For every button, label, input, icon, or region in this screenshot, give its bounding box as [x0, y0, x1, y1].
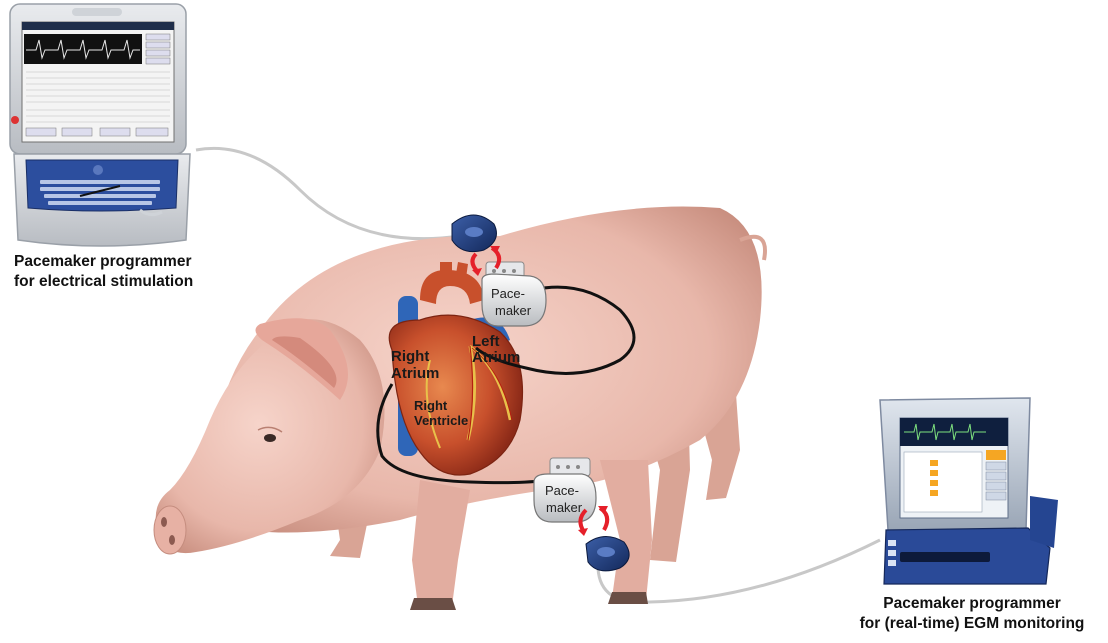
right-ventricle-label-line1: Right [414, 398, 448, 413]
right-ventricle-label-line2: Ventricle [414, 413, 468, 428]
upper-programming-wand [452, 215, 496, 252]
left-programmer-caption: Pacemaker programmer for electrical stim… [14, 252, 193, 292]
upper-telemetry-cable [196, 148, 460, 238]
right-atrium-label-line1: Right [391, 348, 429, 365]
right-caption-line2: for (real-time) EGM monitoring [838, 614, 1106, 634]
left-atrium-label-line1: Left [472, 333, 500, 350]
right-atrium-label-line2: Atrium [391, 365, 439, 382]
left-caption-line2: for electrical stimulation [14, 272, 193, 292]
right-programmer-device [880, 398, 1058, 584]
lower-programming-wand [586, 536, 629, 570]
lower-pacemaker-label-line1: Pace- [545, 483, 579, 498]
lower-pacemaker-label-line2: maker [546, 500, 583, 515]
left-atrium-label-line2: Atrium [472, 349, 520, 366]
upper-pacemaker-label-line1: Pace- [491, 286, 525, 301]
left-programmer-device [10, 4, 190, 246]
left-caption-line1: Pacemaker programmer [14, 252, 193, 272]
right-caption-line1: Pacemaker programmer [838, 594, 1106, 614]
right-programmer-caption: Pacemaker programmer for (real-time) EGM… [838, 594, 1106, 634]
upper-pacemaker-label-line2: maker [495, 303, 532, 318]
